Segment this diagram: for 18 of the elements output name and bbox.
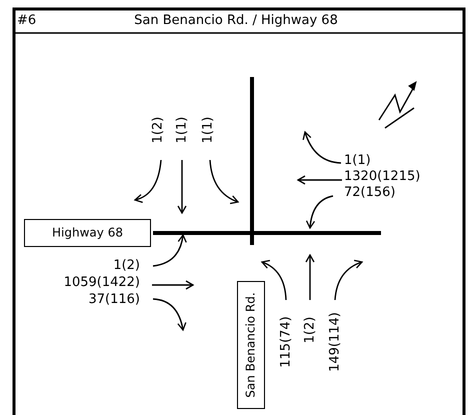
volume-count: 1320(1215) — [344, 169, 420, 184]
volume-count: 1(1) — [200, 116, 216, 144]
diagram-title: San Benancio Rd. / Highway 68 — [134, 13, 338, 28]
volume-count: 1(1) — [344, 153, 371, 168]
volume-count: 1(2) — [302, 316, 318, 344]
volume-count: 115(74) — [278, 316, 294, 368]
road-name-box — [24, 219, 151, 247]
intersection-number: #6 — [17, 13, 36, 28]
volume-count: 1(2) — [113, 258, 140, 273]
volume-count: 1(2) — [150, 116, 166, 144]
road-name-box — [237, 281, 265, 409]
volume-count: 1(1) — [174, 116, 190, 144]
volume-count: 149(114) — [328, 312, 342, 372]
volume-count: 37(116) — [88, 292, 140, 307]
volume-count: 1059(1422) — [64, 275, 140, 290]
volume-count: 72(156) — [344, 185, 396, 200]
road-name: San Benancio Rd. — [244, 292, 258, 398]
road-name: Highway 68 — [52, 226, 123, 240]
